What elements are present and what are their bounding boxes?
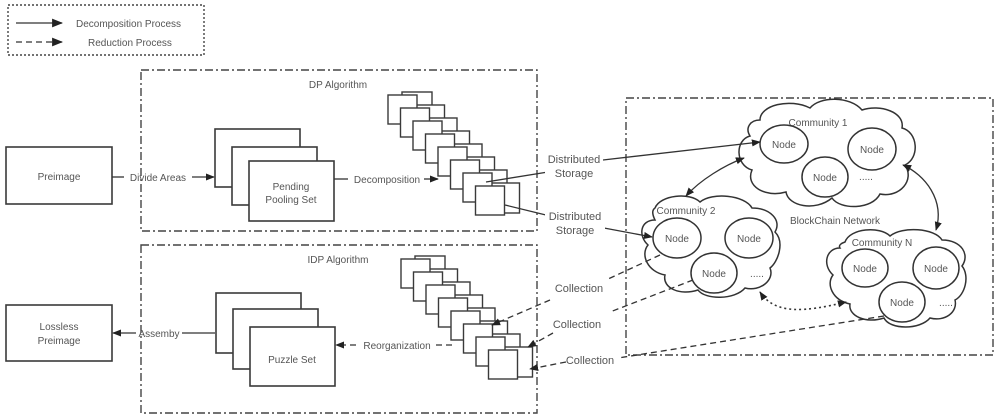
idp-algorithm-group — [140, 244, 538, 414]
pending-label-line1: Pending — [273, 182, 310, 193]
community-1-node-1-label: Node — [772, 140, 796, 151]
idp-tile-stack — [400, 255, 534, 380]
community-n-node-3 — [878, 281, 926, 323]
community-n-node-2 — [912, 246, 960, 290]
idp-algorithm-title: IDP Algorithm — [308, 255, 369, 266]
community-2-more: ..... — [750, 269, 764, 280]
dp-tile — [474, 185, 506, 216]
divide-areas-label: Divide Areas — [130, 173, 186, 184]
storage-1-label-line1: Distributed — [548, 154, 601, 166]
legend: Decomposition Process Reduction Process — [7, 4, 205, 56]
community-1-node-3 — [801, 156, 849, 198]
community-1-node-2-label: Node — [860, 145, 884, 156]
collection-2-label: Collection — [553, 319, 601, 331]
community-n-label: Community N — [852, 238, 913, 249]
assembly-label: Assemby — [138, 329, 179, 340]
legend-reduction-label: Reduction Process — [88, 38, 172, 49]
pending-label-line2: Pooling Set — [265, 195, 316, 206]
blockchain-network-label: BlockChain Network — [790, 216, 881, 227]
community-2-node-2-label: Node — [737, 234, 761, 245]
community-1-node-3-label: Node — [813, 173, 837, 184]
pending-pooling-set-stack — [214, 128, 335, 222]
link-community-2-n — [759, 291, 847, 311]
legend-decomposition-label: Decomposition Process — [76, 19, 181, 30]
community-2-label: Community 2 — [657, 206, 716, 217]
storage-2-label-line1: Distributed — [549, 211, 602, 223]
storage-line-2a — [504, 204, 551, 217]
storage-1-label-line2: Storage — [555, 168, 594, 180]
community-2-node-3-label: Node — [702, 269, 726, 280]
storage-2-label-line2: Storage — [556, 225, 595, 237]
collection-3-label: Collection — [566, 355, 614, 367]
collection-arrow-1 — [491, 299, 551, 326]
community-2-node-3 — [690, 252, 738, 294]
community-2-node-1 — [652, 217, 702, 259]
community-n-node-1-label: Node — [853, 264, 877, 275]
blockchain-network-group — [625, 97, 994, 356]
legend-frame — [7, 4, 205, 56]
dp-algorithm-group — [140, 69, 538, 232]
community-1-label: Community 1 — [789, 118, 848, 129]
storage-label-2-bg — [545, 208, 605, 238]
storage-label-1-bg — [545, 152, 603, 180]
collection-arrow-3 — [529, 361, 567, 371]
community-2-node-1-label: Node — [665, 234, 689, 245]
dp-algorithm-title: DP Algorithm — [309, 80, 367, 91]
puzzle-set-label: Puzzle Set — [268, 355, 316, 366]
dp-tile-stack — [387, 91, 521, 216]
link-community-1-2 — [685, 157, 745, 197]
storage-line-1a — [485, 171, 549, 183]
collection-arrow-2 — [527, 332, 554, 348]
puzzle-set-stack — [215, 292, 336, 387]
community-n-more: ..... — [939, 298, 953, 309]
preimage-label: Preimage — [38, 172, 81, 183]
community-1-more: ..... — [859, 172, 873, 183]
collection-line-3a — [617, 315, 885, 359]
community-n-node-3-label: Node — [890, 298, 914, 309]
decomposition-label: Decomposition — [354, 175, 420, 186]
preimage-box — [5, 146, 113, 205]
storage-arrow-1 — [602, 139, 761, 161]
lossless-label-line1: Lossless — [40, 322, 79, 333]
lossless-preimage-box — [5, 304, 113, 362]
link-community-1-n — [902, 164, 942, 231]
collection-line-2a — [609, 279, 694, 313]
community-2-node-2 — [724, 217, 774, 259]
community-1-node-2 — [847, 127, 897, 171]
community-n-node-1 — [841, 248, 889, 288]
storage-arrow-2 — [603, 227, 653, 240]
community-n-node-2-label: Node — [924, 264, 948, 275]
lossless-label-line2: Preimage — [38, 336, 81, 347]
reorganization-label: Reorganization — [363, 341, 430, 352]
collection-1-label: Collection — [555, 283, 603, 295]
idp-tile — [487, 349, 519, 380]
